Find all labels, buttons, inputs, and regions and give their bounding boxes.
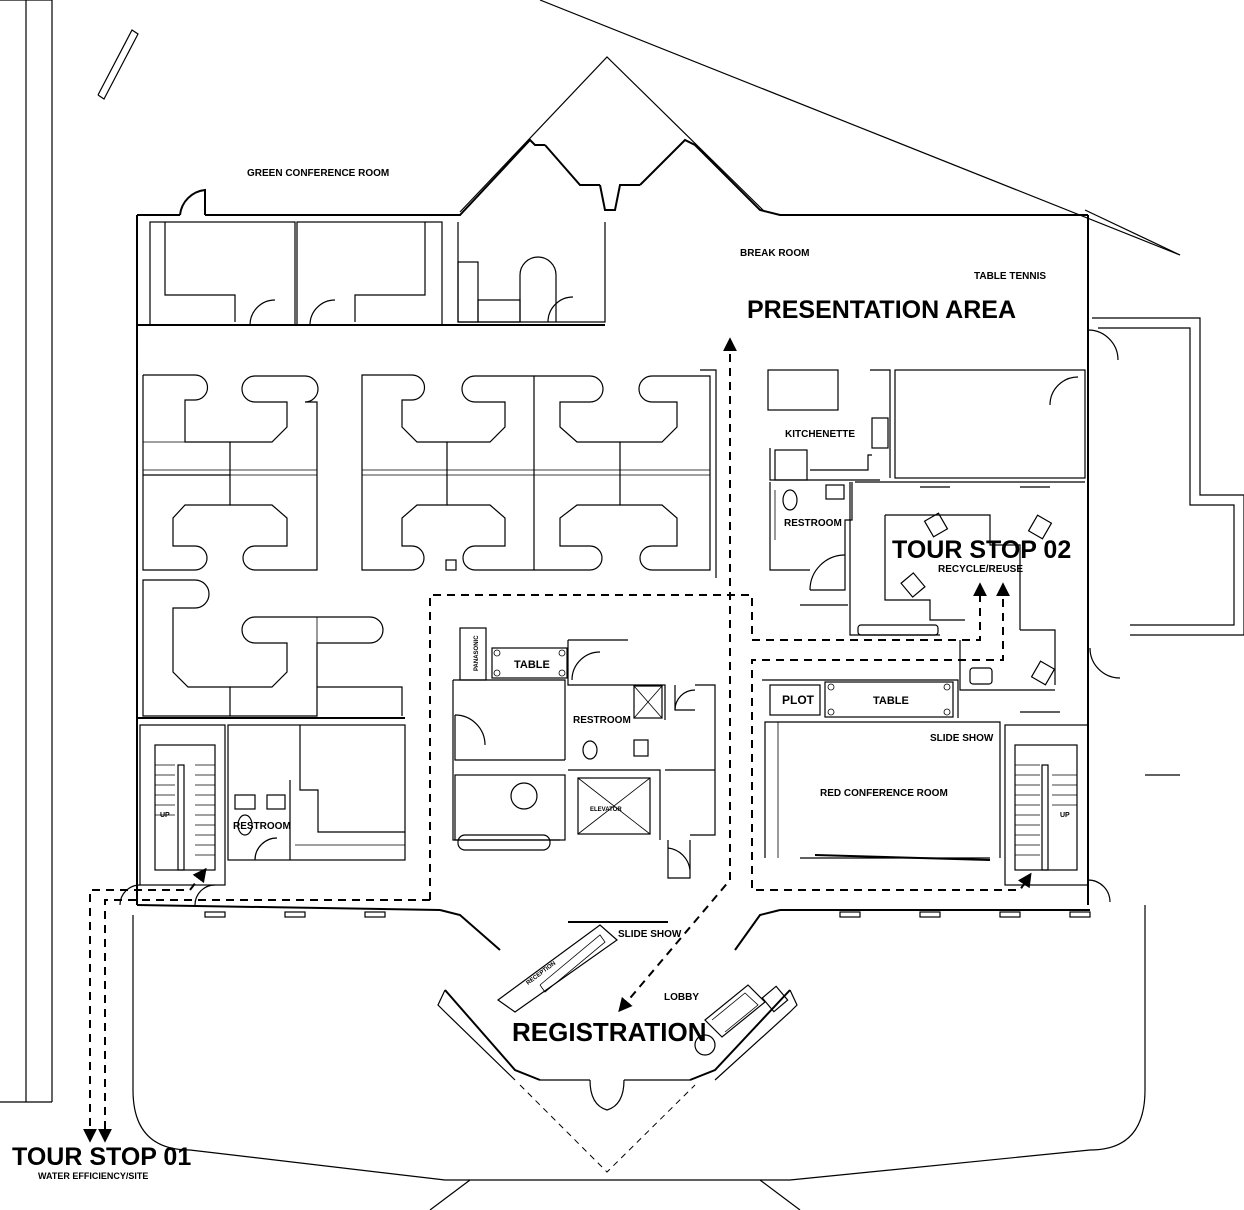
center-core: TABLE PANASONIC RESTROOM ELEVATOR — [452, 627, 716, 879]
red-conference-room-label: RED CONFERENCE ROOM — [820, 788, 948, 799]
tour-stop-01-callout: TOUR STOP 01 — [12, 1143, 191, 1171]
east-rooms: KITCHENETTE RESTROOM PLOT TABLE — [762, 329, 1121, 918]
water-efficiency-site-label: WATER EFFICIENCY/SITE — [38, 1171, 148, 1181]
break-room-label: BREAK ROOM — [740, 248, 809, 259]
west-core: UP RESTROOM — [119, 724, 406, 918]
presentation-area-callout: PRESENTATION AREA — [747, 296, 1016, 324]
reception-label: RECEPTION — [526, 961, 558, 987]
west-windows — [204, 911, 386, 918]
lobby-label: LOBBY — [664, 992, 699, 1003]
exterior-walls — [136, 56, 1090, 1111]
tour-stop-02-callout: TOUR STOP 02 — [892, 536, 1071, 564]
table-label-center: TABLE — [514, 659, 550, 671]
registration-callout: REGISTRATION — [512, 1017, 707, 1047]
tour-route — [83, 337, 1032, 1143]
table-label-east: TABLE — [873, 695, 909, 707]
recycle-reuse-label: RECYCLE/REUSE — [938, 564, 1023, 575]
green-conference-room-label: GREEN CONFERENCE ROOM — [247, 168, 389, 179]
north-rooms — [137, 221, 606, 326]
table-tennis-label: TABLE TENNIS — [974, 271, 1046, 282]
east-windows — [839, 911, 1091, 918]
restroom-label-center: RESTROOM — [573, 715, 631, 726]
restroom-label-east: RESTROOM — [784, 518, 842, 529]
slide-show-label-east: SLIDE SHOW — [930, 733, 994, 744]
elevator-label: ELEVATOR — [590, 807, 622, 813]
stair-up-label-west: UP — [160, 812, 170, 819]
panasonic-label: PANASONIC — [474, 635, 480, 671]
plot-label: PLOT — [782, 693, 815, 707]
stair-up-label-east: UP — [1060, 812, 1070, 819]
restroom-label-west: RESTROOM — [233, 821, 291, 832]
kitchenette-label: KITCHENETTE — [785, 429, 855, 440]
workstations — [137, 369, 717, 719]
slide-show-label-lobby: SLIDE SHOW — [618, 929, 682, 940]
